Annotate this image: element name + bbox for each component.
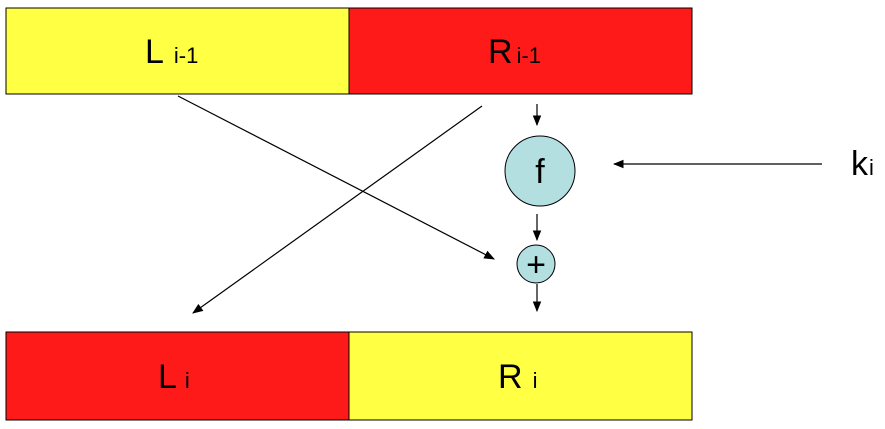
bottom-left-block [5, 331, 350, 421]
arrow-right-to-bottom-left [192, 105, 483, 314]
top-left-label-main: L [145, 33, 164, 71]
f-function-label: f [535, 153, 545, 191]
xor-node [516, 244, 556, 284]
top-right-block [348, 7, 693, 95]
key-label: ki [851, 145, 874, 183]
top-left-label-sub: i-1 [174, 43, 198, 68]
key-label-main: k [851, 145, 869, 183]
bottom-left-label-sub: i [185, 368, 190, 393]
f-function-node [504, 135, 576, 207]
arrow-left-to-xor [177, 95, 495, 260]
top-left-block [5, 7, 350, 95]
key-label-sub: i [869, 155, 874, 180]
bottom-left-label-main: L [158, 358, 177, 396]
top-right-label-main: R [488, 33, 513, 71]
xor-label: + [526, 246, 546, 284]
bottom-right-block [348, 331, 693, 421]
top-right-label-sub: i-1 [517, 43, 541, 68]
bottom-right-label-sub: i [533, 368, 538, 393]
bottom-right-label-main: R [498, 358, 523, 396]
